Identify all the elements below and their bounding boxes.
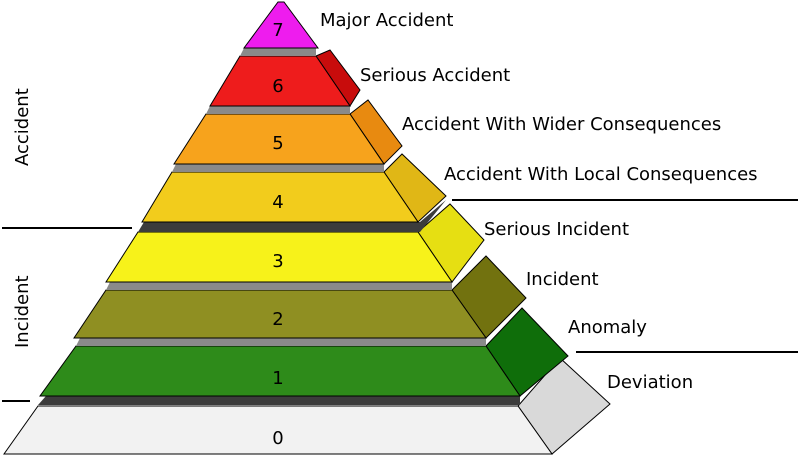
level-2-separator [76,338,486,346]
level-1: 1 Anomaly [38,307,647,405]
level-1-separator [38,396,520,405]
level-6-number: 6 [272,76,283,97]
group-label-incident: Incident [12,275,33,348]
level-5-separator [172,164,384,172]
level-3-label: Serious Incident [484,219,629,240]
level-7-label: Major Accident [320,10,453,31]
group-label-accident: Accident [12,88,33,166]
level-5-label: Accident With Wider Consequences [402,114,721,135]
level-4-label: Accident With Local Consequences [444,164,758,185]
level-3: 3 Serious Incident [105,203,629,290]
level-0-number: 0 [272,428,283,449]
level-0: 0 Deviation [3,357,693,455]
level-6-label: Serious Accident [360,65,510,86]
level-2-number: 2 [272,309,283,330]
level-3-number: 3 [272,251,283,272]
level-5-number: 5 [272,133,283,154]
level-4: 4 Accident With Local Consequences [138,153,758,232]
level-1-label: Anomaly [568,317,647,338]
level-5: 5 Accident With Wider Consequences [172,99,721,172]
level-0-label: Deviation [607,372,693,393]
level-3-separator [106,282,452,290]
level-4-number: 4 [272,192,283,213]
level-6-separator [206,106,350,114]
level-6: 6 Serious Accident [206,49,510,114]
level-1-number: 1 [272,368,283,389]
level-7-separator [240,48,316,56]
level-7-number: 7 [272,20,283,41]
level-2-label: Incident [526,269,599,290]
level-7-face [243,1,319,49]
level-2: 2 Incident [73,255,599,346]
level-7: 7 Major Accident [240,1,453,56]
level-0-face [3,405,553,455]
level-4-separator [138,200,446,232]
